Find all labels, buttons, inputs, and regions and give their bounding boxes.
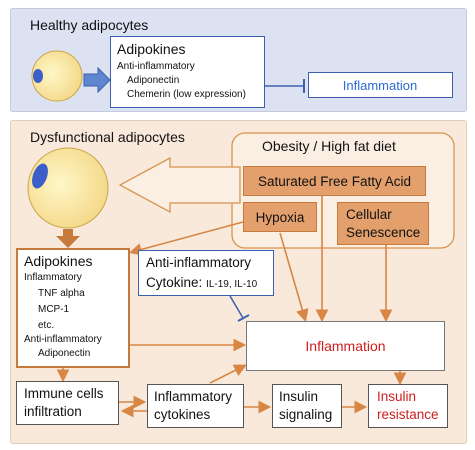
tnf-alpha-label: TNF alpha — [38, 288, 85, 299]
dysfunctional-adipokines-heading: Adipokines — [24, 253, 93, 269]
nucleus-icon — [33, 69, 43, 83]
healthy-adipocyte-icon — [31, 50, 83, 102]
obesity-title: Obesity / High fat diet — [262, 138, 396, 154]
hollow-block-arrow-icon — [118, 156, 241, 214]
hypoxia-to-inflammation-arrow — [279, 232, 309, 323]
immune-line2: infiltration — [24, 404, 82, 419]
healthy-title: Healthy adipocytes — [30, 17, 149, 33]
anti-inflammatory-label: Anti-inflammatory — [24, 334, 102, 345]
cytokine-box: Anti-inflammatory Cytokine: IL-19, IL-10 — [138, 250, 274, 296]
senescence-line2: Senescence — [346, 225, 421, 240]
inflammatory-label: Inflammatory — [24, 272, 82, 283]
inflammatory-cytokines-line2: cytokines — [154, 407, 211, 422]
cytokine-line2: Cytokine: IL-19, IL-10 — [146, 275, 257, 290]
il-label: IL-19, IL-10 — [206, 279, 258, 290]
cytokine-inhibition-line — [229, 295, 244, 319]
insulin-resistance-line2: resistance — [377, 407, 439, 422]
inflammatory-cytokines-box: Inflammatory cytokines — [147, 384, 244, 428]
cytokine-line1: Anti-inflammatory — [146, 255, 252, 270]
sffa-label: Saturated Free Fatty Acid — [257, 174, 412, 189]
healthy-inflammation-box: Inflammation — [308, 72, 453, 98]
healthy-adipokines-box: Adipokines Anti-inflammatory Adiponectin… — [110, 36, 265, 108]
chemerin-label: Chemerin (low expression) — [127, 89, 246, 100]
hypoxia-box: Hypoxia — [243, 202, 317, 232]
mcp1-label: MCP-1 — [38, 304, 70, 315]
cytokine-label: Cytokine: — [146, 275, 203, 290]
blue-block-arrow-icon — [83, 66, 111, 94]
inflammation-box: Inflammation — [246, 321, 445, 371]
healthy-inflammation-label: Inflammation — [342, 78, 418, 93]
insulin-signaling-line1: Insulin — [279, 389, 319, 404]
dysfunctional-adipocyte-icon — [27, 147, 109, 229]
cytokines-to-inflammation-arrow — [209, 364, 247, 384]
insulin-resistance-box: Insulin resistance — [368, 384, 448, 428]
senescence-line1: Cellular — [346, 207, 392, 222]
hypoxia-label: Hypoxia — [255, 210, 305, 225]
insulin-signaling-line2: signaling — [279, 407, 333, 422]
adiponectin-label-dys: Adiponectin — [38, 348, 91, 359]
cytokine-inhibition-bar — [237, 314, 250, 322]
sffa-box: Saturated Free Fatty Acid — [243, 166, 426, 196]
healthy-adipokines-heading: Adipokines — [117, 41, 186, 57]
immune-box: Immune cells infiltration — [16, 381, 119, 425]
nucleus-icon — [32, 163, 48, 189]
dysfunctional-title: Dysfunctional adipocytes — [30, 129, 185, 145]
senescence-box: Cellular Senescence — [337, 202, 429, 245]
insulin-resistance-line1: Insulin — [377, 389, 417, 404]
adiponectin-label: Adiponectin — [127, 75, 180, 86]
inflammatory-cytokines-line1: Inflammatory — [154, 389, 233, 404]
inflammation-label: Inflammation — [305, 338, 386, 354]
immune-line1: Immune cells — [24, 386, 104, 401]
hypoxia-to-adipokines-arrow — [128, 221, 244, 256]
insulin-signaling-box: Insulin signaling — [272, 384, 342, 428]
etc-label: etc. — [38, 320, 55, 331]
cell-to-adipokines-arrow — [56, 229, 80, 248]
dysfunctional-adipokines-box: Adipokines Inflammatory TNF alpha MCP-1 … — [16, 248, 130, 368]
healthy-anti-inflammatory-label: Anti-inflammatory — [117, 61, 195, 72]
